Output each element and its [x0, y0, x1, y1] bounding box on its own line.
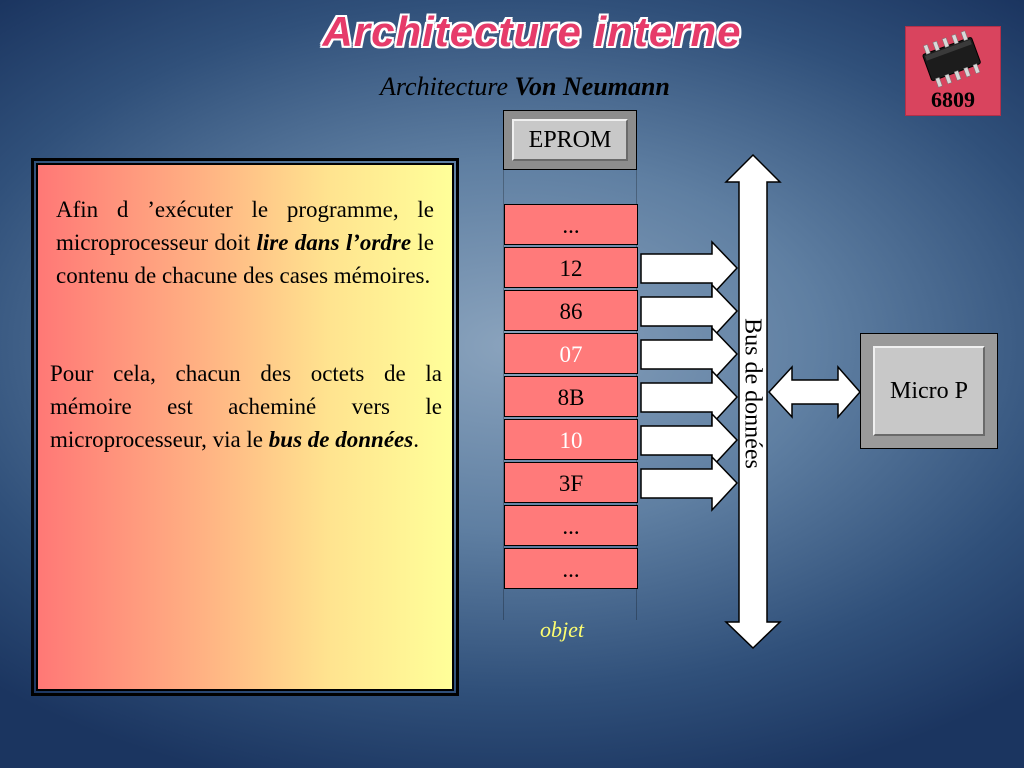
bus-to-processor-arrow: [767, 365, 861, 419]
bus-arrow-3: [640, 326, 739, 383]
bus-arrow-6: [640, 455, 739, 512]
explanation-box: Afin d ’exécuter le programme, le microp…: [31, 158, 459, 696]
paragraph-2: Pour cela, chacun des octets de la mémoi…: [50, 357, 442, 456]
subtitle-emphasis: Von Neumann: [514, 72, 670, 101]
memory-cell-2: 86: [504, 290, 638, 331]
para1-emphasis: lire dans l’ordre: [256, 230, 412, 255]
objet-label: objet: [540, 617, 584, 642]
para1-text-start: Afin d ’exécuter le programme, le microp…: [56, 197, 434, 255]
memory-cell-4: 8B: [504, 376, 638, 417]
bus-arrow-5: [640, 412, 739, 469]
para2-text-end: .: [413, 427, 419, 452]
microprocessor-box: Micro P: [860, 333, 998, 449]
bus-arrow-2: [640, 283, 739, 340]
bus-label: Bus de données: [739, 318, 766, 469]
slide-subtitle: Architecture Von Neumann: [380, 72, 670, 102]
slide-title: Architecture interne: [322, 8, 742, 55]
eprom-header: EPROM: [503, 110, 637, 170]
chip-icon: [922, 30, 981, 88]
para2-emphasis: bus de données: [268, 427, 414, 452]
memory-cell-8: ...: [504, 548, 638, 589]
subtitle-prefix: Architecture: [380, 72, 509, 101]
bus-arrow-1: [640, 240, 739, 297]
logo-label: 6809: [931, 87, 975, 112]
explanation-box-inner: Afin d ’exécuter le programme, le microp…: [36, 163, 454, 691]
para1-text-end: le contenu de chacune des cases mémoires…: [56, 230, 434, 288]
chip-logo: 6809: [905, 26, 1001, 116]
eprom-label: EPROM: [512, 119, 628, 161]
bus-arrow-4: [640, 369, 739, 426]
memory-cell-5: 10: [504, 419, 638, 460]
memory-cell-7: ...: [504, 505, 638, 546]
para2-text-start: Pour cela, chacun des octets de la mémoi…: [50, 361, 442, 452]
paragraph-1: Afin d ’exécuter le programme, le microp…: [56, 193, 434, 292]
memory-cell-1: 12: [504, 247, 638, 288]
memory-cell-6: 3F: [504, 462, 638, 503]
microprocessor-label: Micro P: [873, 346, 985, 436]
memory-cell-0: ...: [504, 204, 638, 245]
memory-cell-3: 07: [504, 333, 638, 374]
data-bus-shape: [724, 153, 782, 650]
